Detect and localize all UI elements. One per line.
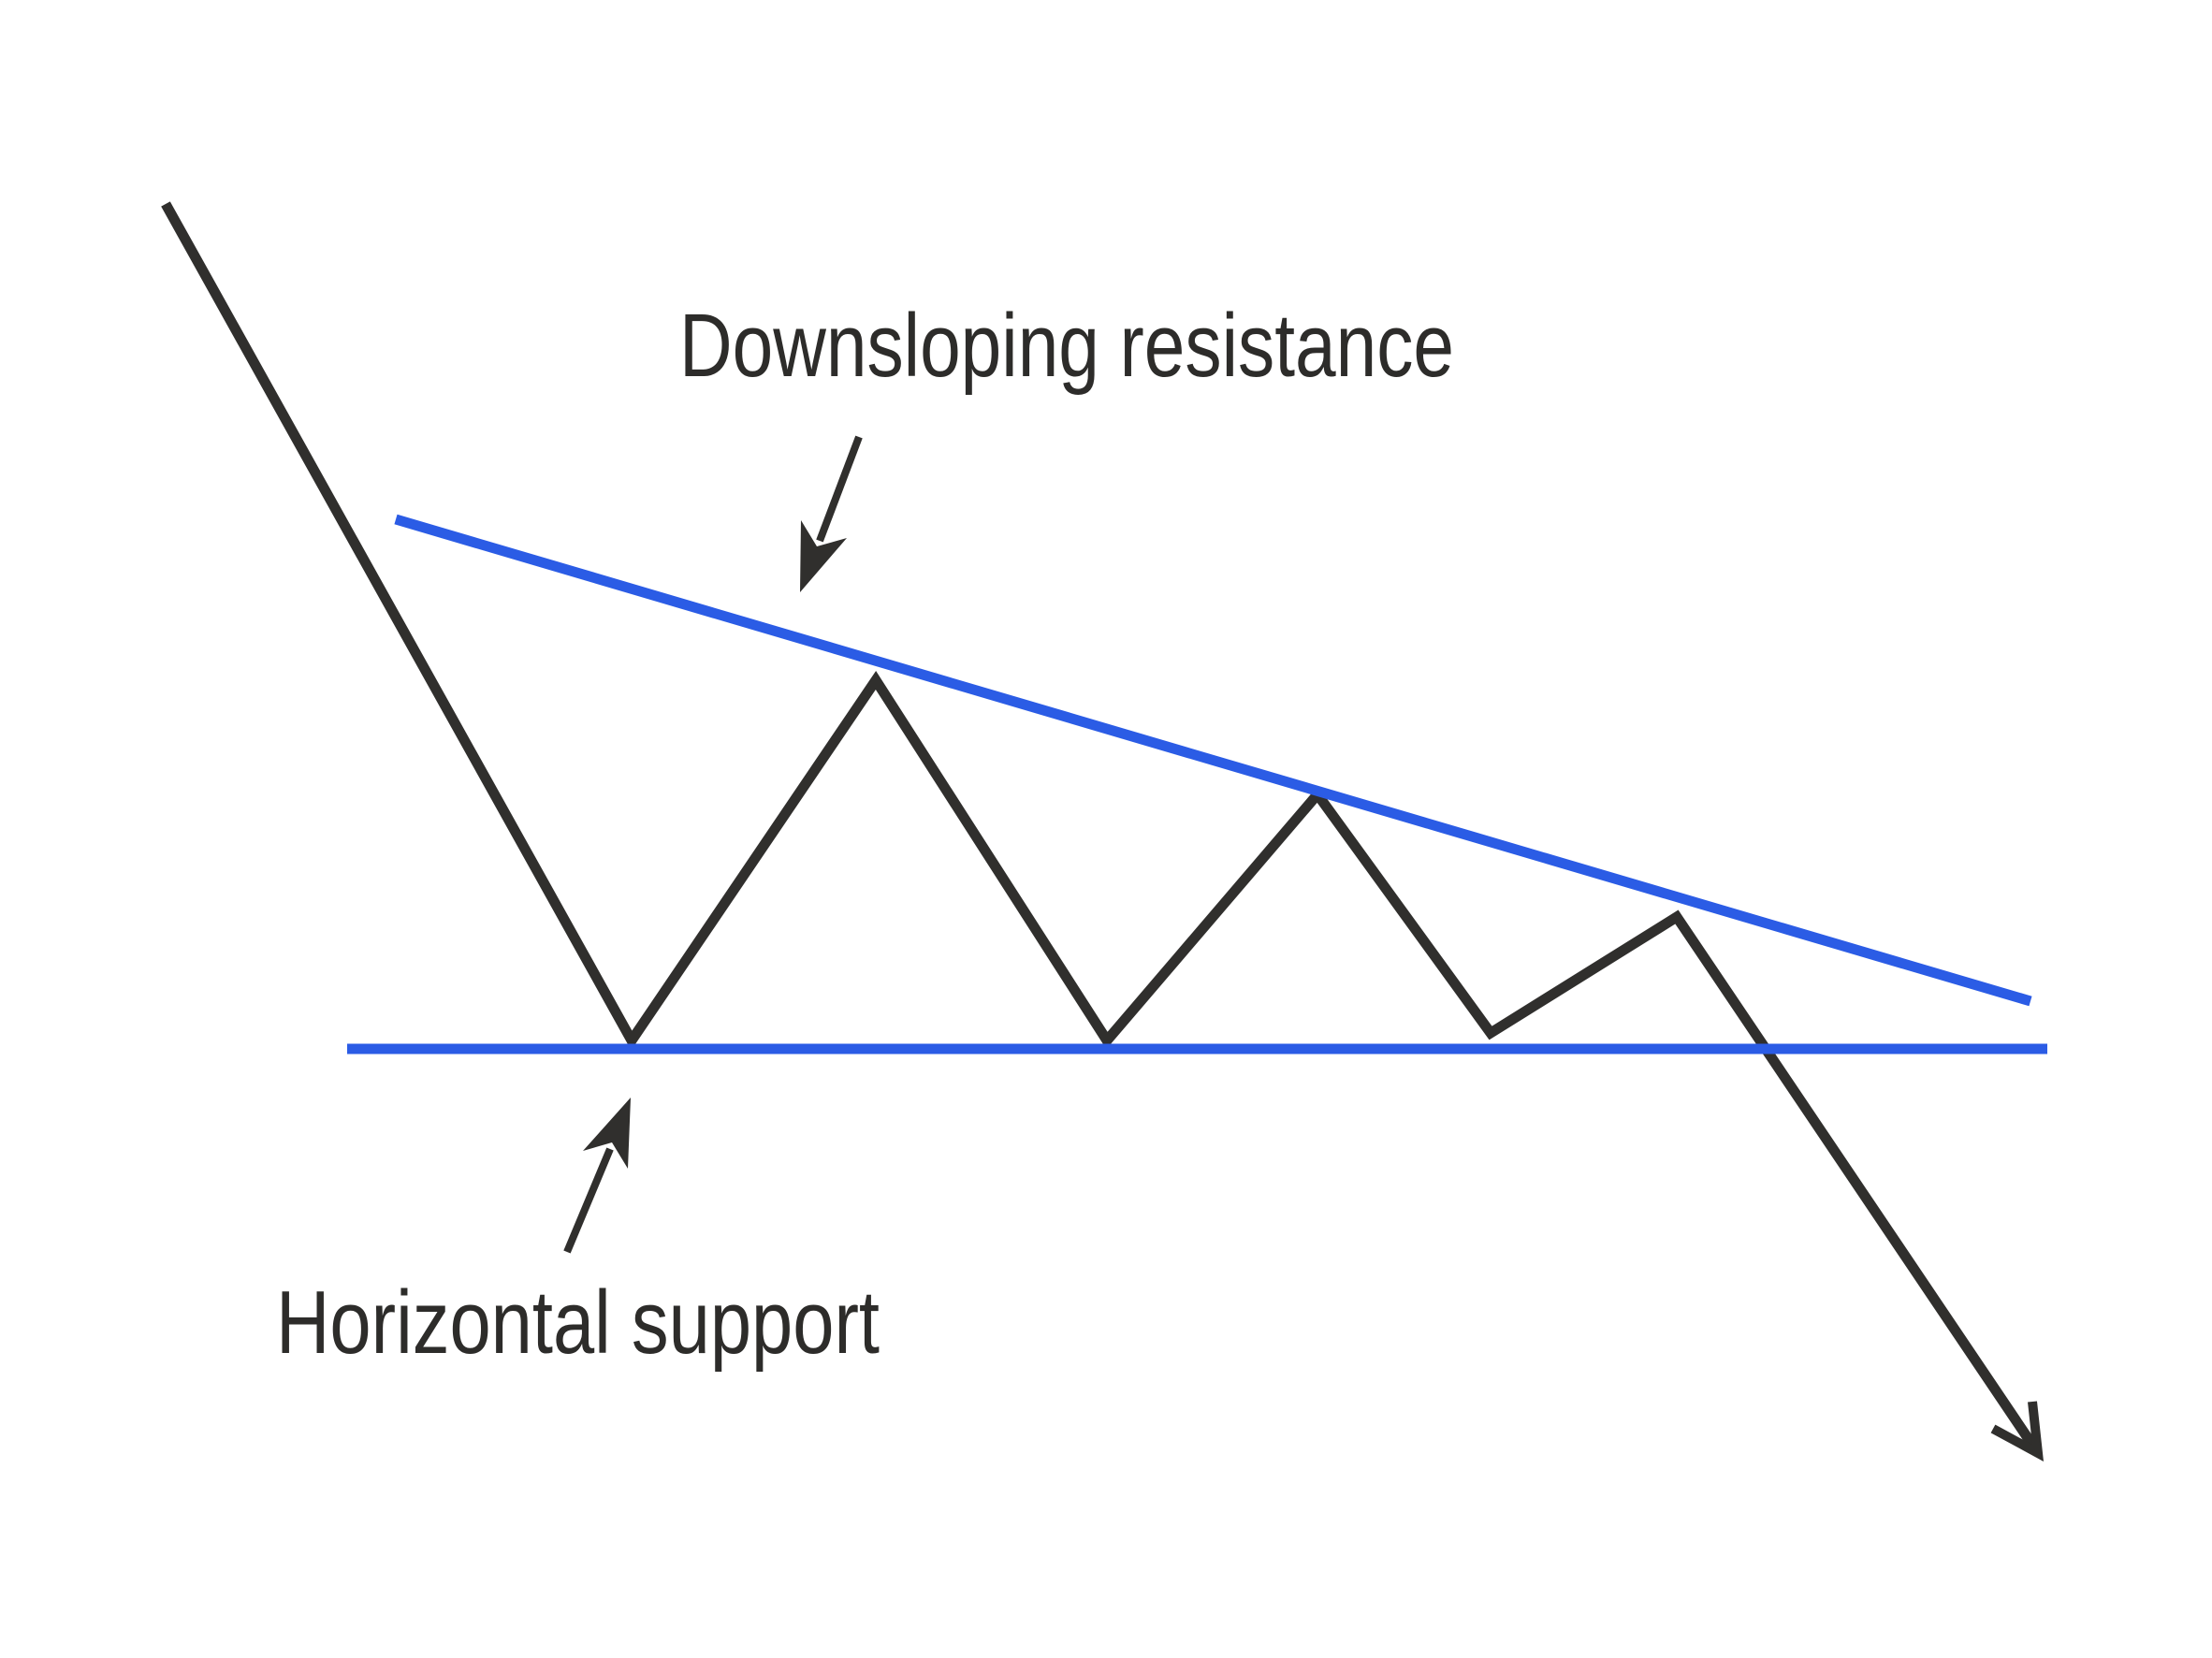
resistance-arrow-shaft xyxy=(816,435,863,543)
resistance-annotation-arrow xyxy=(800,435,863,592)
resistance-label: Downsloping resistance xyxy=(679,296,1454,396)
price-arrowhead-chevron-icon xyxy=(1990,1401,2045,1462)
price-line xyxy=(161,201,2043,1457)
resistance-line xyxy=(394,514,2032,1007)
resistance-arrowhead-icon xyxy=(800,520,847,592)
support-arrowhead-icon xyxy=(583,1098,631,1169)
support-arrow-shaft xyxy=(563,1147,614,1254)
support-annotation-arrow xyxy=(563,1098,631,1254)
support-label: Horizontal support xyxy=(276,1273,880,1373)
